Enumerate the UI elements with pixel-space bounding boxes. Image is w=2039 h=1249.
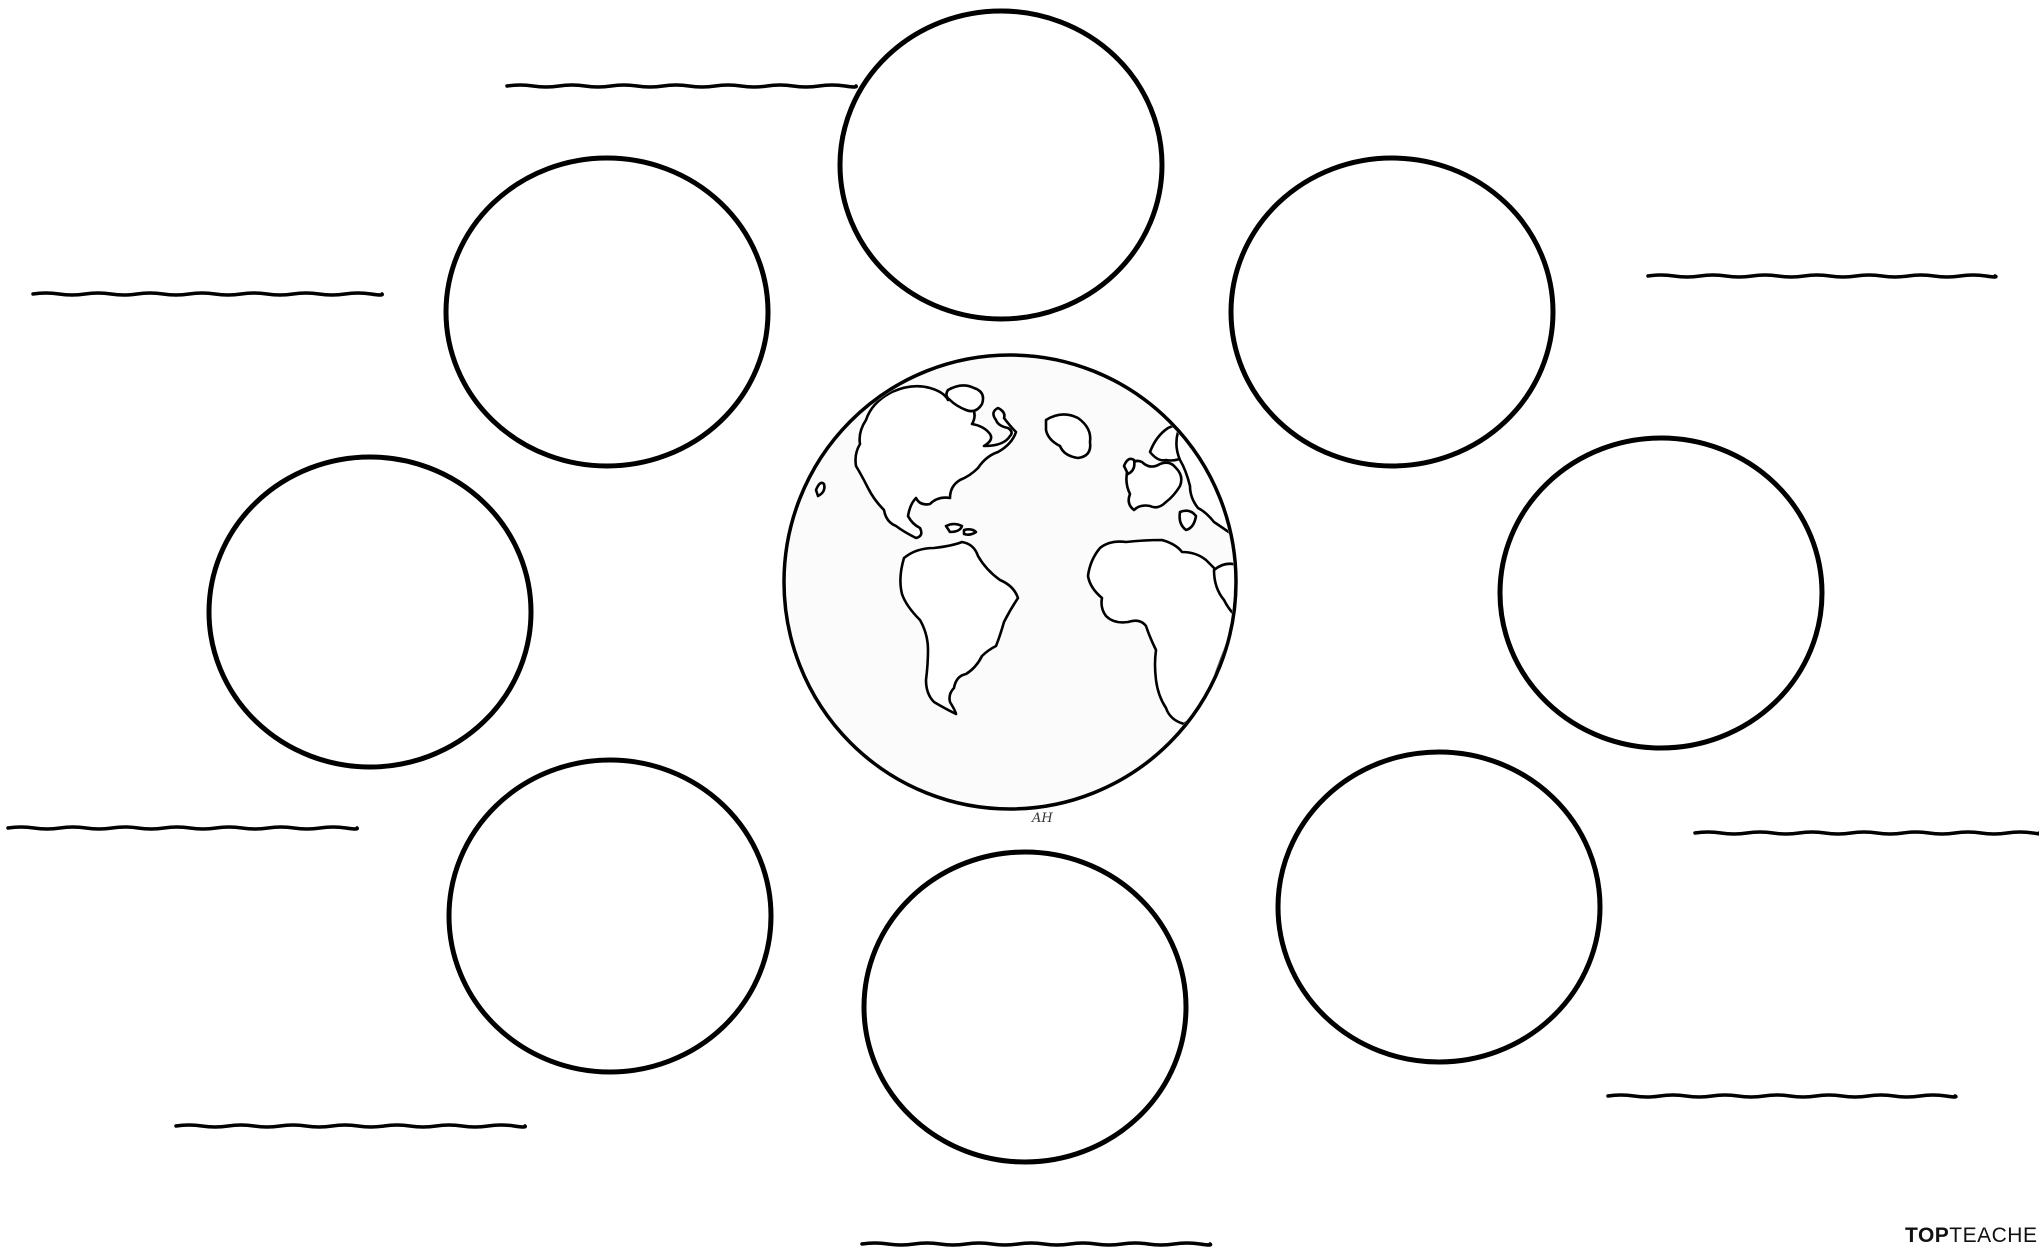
island-caribbean-1 (946, 524, 962, 532)
island-caribbean-2 (964, 529, 976, 534)
brand-name: TOPTEACHER (1905, 1224, 2039, 1248)
brand-name-bold: TOP (1905, 1224, 1949, 1247)
phase-circle-bottom[interactable] (864, 852, 1186, 1162)
answer-line-upper-right[interactable] (1648, 275, 1996, 277)
phase-circle-lower-right[interactable] (1278, 752, 1600, 1062)
artist-initials: AH (1031, 811, 1053, 826)
answer-line-middle-left[interactable] (8, 827, 357, 829)
brand-logo: TOPTEACHER (1902, 1222, 2039, 1249)
phase-circle-right[interactable] (1500, 438, 1822, 748)
phase-circle-upper-right[interactable] (1231, 158, 1553, 466)
answer-line-lower-left[interactable] (176, 1125, 525, 1127)
phase-circle-top[interactable] (840, 11, 1162, 319)
phase-circle-lower-left[interactable] (449, 760, 771, 1072)
answer-line-middle-right[interactable] (1695, 832, 2039, 834)
answer-line-lower-right[interactable] (1608, 1095, 1956, 1097)
phase-circle-left[interactable] (209, 457, 531, 767)
earth-globe: AH (784, 355, 1240, 826)
island-british (1124, 459, 1134, 474)
answer-line-bottom[interactable] (862, 1243, 1211, 1245)
answer-line-top[interactable] (507, 85, 856, 87)
brand-name-light: TEACHER (1949, 1224, 2039, 1247)
phase-circle-upper-left[interactable] (446, 158, 768, 466)
answer-line-upper-left[interactable] (33, 293, 382, 295)
